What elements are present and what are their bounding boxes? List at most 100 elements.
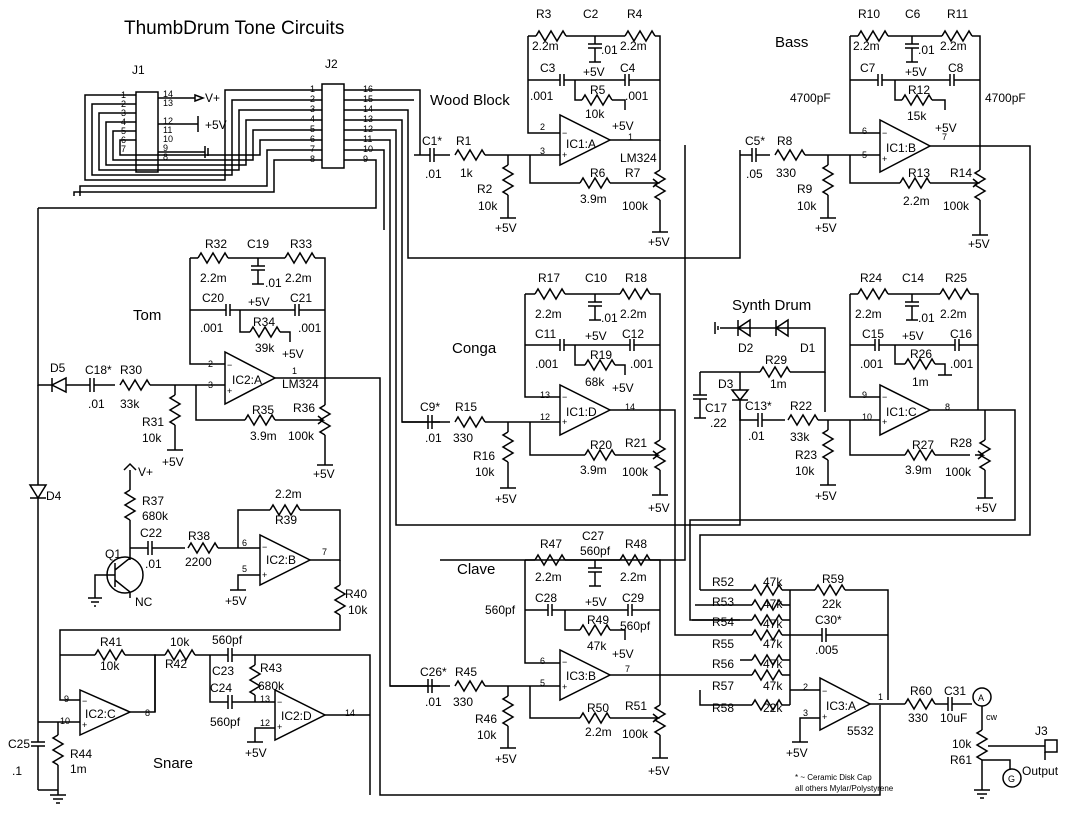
p9-label: 9	[64, 694, 69, 704]
r48v-label: 2.2m	[620, 570, 647, 584]
8-label: 9	[163, 143, 168, 153]
p7-label: 7	[942, 132, 947, 142]
c6-label: C6	[905, 7, 921, 21]
supply-label: +5V	[495, 752, 517, 766]
r28v-label: 100k	[945, 465, 972, 479]
supply-label: +5V	[786, 746, 808, 760]
j1-label: J1	[132, 63, 145, 77]
c16v-label: .001	[950, 357, 974, 371]
c26v-label: .01	[425, 695, 442, 709]
r16-label: R16	[473, 449, 495, 463]
r17-label: R17	[538, 271, 560, 285]
r7-label: R7	[625, 166, 641, 180]
text-label: −	[262, 542, 267, 552]
supply-label: +5V	[975, 501, 997, 515]
r15v-label: 330	[453, 431, 473, 445]
c27-label: C27	[582, 529, 604, 543]
lm324_2-label: LM324	[282, 377, 319, 391]
c15-label: C15	[862, 327, 884, 341]
r34v-label: 39k	[255, 341, 275, 355]
r40-label: R40	[345, 587, 367, 601]
vp-label: V+	[138, 465, 153, 479]
r17v-label: 2.2m	[535, 307, 562, 321]
r51v-label: 100k	[622, 727, 649, 741]
cap-note-1: * ~ Ceramic Disk Cap	[795, 773, 872, 782]
r4-label: R4	[627, 7, 643, 21]
13-label: 14	[163, 89, 173, 99]
tom-label: Tom	[133, 307, 161, 324]
supply-label: +5V	[815, 489, 837, 503]
c17-label: C17	[705, 401, 727, 415]
15-label: 16	[363, 84, 373, 94]
p12-label: 12	[540, 412, 550, 422]
p13-label: 13	[540, 390, 550, 400]
r23-label: R23	[795, 448, 817, 462]
bass-section: Bass R10 2.2m C6 .01 +5V R11 2.2m C7 470…	[699, 7, 1031, 590]
supply-label: +5V	[313, 467, 335, 481]
r43-label: R43	[260, 661, 282, 675]
ic1d-label: IC1:D	[566, 405, 597, 419]
p12-label: 12	[260, 718, 270, 728]
lm324_1-label: LM324	[620, 151, 657, 165]
14-label: 15	[363, 94, 373, 104]
text-label: −	[562, 392, 567, 402]
supply-label: +5V	[162, 455, 184, 469]
r47k-label: 47k	[763, 597, 783, 611]
r3-label: R3	[536, 7, 552, 21]
c18v-label: .01	[88, 397, 105, 411]
r47k-label: 47k	[763, 657, 783, 671]
text-label: −	[277, 697, 282, 707]
r27v-label: 3.9m	[905, 463, 932, 477]
mixer-section: R52 47k R53 47k R54 47k R55 47k R56 47k …	[692, 572, 1059, 799]
r47k-label: 47k	[763, 679, 783, 693]
c30-label: C30*	[815, 613, 842, 627]
p1-label: 1	[292, 366, 297, 376]
r42v-label: 10k	[170, 635, 190, 649]
r53-label: R53	[712, 595, 734, 609]
r47-label: R47	[540, 537, 562, 551]
r11-label: R11	[947, 7, 968, 21]
r2v-label: 10k	[478, 199, 498, 213]
q1-label: Q1	[105, 547, 121, 561]
6-label: 7	[121, 144, 126, 154]
clave-label: Clave	[457, 561, 495, 578]
j1-5v: +5V	[205, 118, 227, 132]
c23v-label: 560pf	[212, 633, 243, 647]
ic1a-label: IC1:A	[566, 137, 596, 151]
c2-label: C2	[583, 7, 599, 21]
r41-label: R41	[100, 635, 122, 649]
c24v-label: 560pf	[210, 715, 241, 729]
r20v-label: 3.9m	[580, 463, 607, 477]
r25-label: R25	[945, 271, 967, 285]
12-label: 13	[163, 98, 173, 108]
11-label: 12	[363, 124, 373, 134]
r22v-label: 33k	[790, 430, 810, 444]
snare-label: Snare	[153, 755, 193, 772]
r45-label: R45	[455, 665, 477, 679]
d2-label: D2	[738, 341, 754, 355]
r25v-label: 2.2m	[940, 307, 967, 321]
supply-label: +5V	[583, 65, 605, 79]
c13-label: C13*	[745, 399, 772, 413]
r37v-label: 680k	[142, 509, 169, 523]
r23v-label: 10k	[795, 464, 815, 478]
r8-label: R8	[777, 134, 793, 148]
r47v-label: 2.2m	[535, 570, 562, 584]
r38v-label: 2200	[185, 555, 212, 569]
r30-label: R30	[120, 363, 142, 377]
r61v-label: 10k	[952, 737, 972, 751]
7-label: 8	[310, 154, 315, 164]
c25-label: C25	[8, 737, 30, 751]
r56-label: R56	[712, 657, 734, 671]
r36v-label: 100k	[288, 429, 315, 443]
c17v-label: .22	[710, 416, 727, 430]
r9v-label: 10k	[797, 199, 817, 213]
r44v-label: 1m	[70, 762, 87, 776]
c5v-label: .05	[746, 167, 763, 181]
r3v-label: 2.2m	[532, 39, 559, 53]
supply-label: +5V	[905, 65, 927, 79]
text-label: +	[562, 417, 567, 427]
r5v-label: 10k	[585, 107, 605, 121]
r20-label: R20	[590, 438, 612, 452]
p1-label: 1	[628, 132, 633, 142]
